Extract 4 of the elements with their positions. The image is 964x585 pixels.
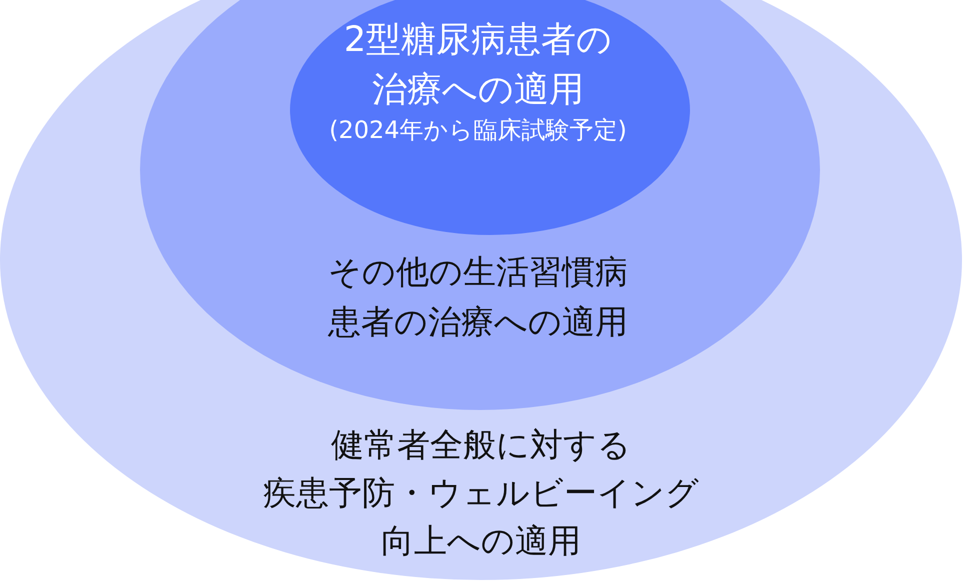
schedule-note: (2024年から臨床試験予定) — [329, 115, 627, 146]
scope-label: 2型糖尿病患者の治療への適用 — [344, 19, 612, 112]
scope-label: 健常者全般に対する疾患予防・ウェルビーイング向上への適用 — [263, 424, 699, 562]
scope-label: その他の生活習慣病患者の治療への適用 — [328, 251, 628, 343]
